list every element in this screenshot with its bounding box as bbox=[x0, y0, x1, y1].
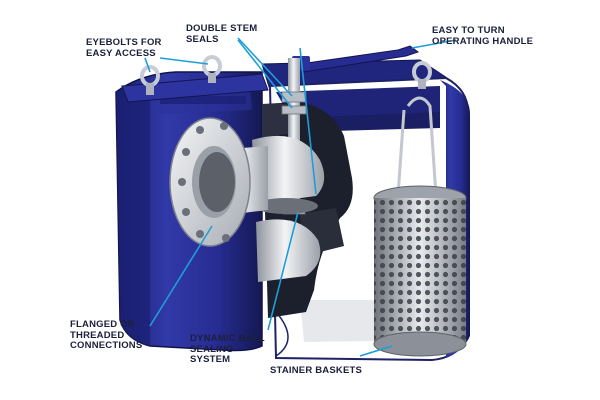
leader-ball-seal-2 bbox=[299, 47, 317, 195]
flanged-connection bbox=[169, 117, 268, 247]
leader-eyebolt-left bbox=[144, 57, 151, 73]
eyebolts bbox=[140, 55, 432, 95]
eyebolt-icon bbox=[412, 61, 432, 89]
leader-lines bbox=[144, 37, 457, 357]
label-flanged-connections: FLANGED OR THREADED CONNECTIONS bbox=[70, 319, 143, 351]
label-strainer-baskets: STAINER BASKETS bbox=[270, 365, 363, 376]
leader-stem-seal-upper bbox=[237, 37, 293, 97]
leader-eyebolt-middle bbox=[159, 57, 209, 65]
leader-stem-seal-lower bbox=[237, 39, 293, 109]
strainer-basket bbox=[373, 96, 467, 357]
leader-flange bbox=[149, 225, 213, 327]
label-dynamic-ball-sealing: DYNAMIC BALL SEALING SYSTEM bbox=[190, 333, 265, 365]
label-operating-handle: EASY TO TURN OPERATING HANDLE bbox=[432, 25, 534, 47]
leader-ball-seal-1 bbox=[267, 211, 299, 331]
leader-handle bbox=[411, 39, 457, 49]
leader-basket bbox=[359, 345, 393, 357]
eyebolt-icon bbox=[202, 55, 222, 83]
label-eyebolts: EYEBOLTS FOR EASY ACCESS bbox=[86, 37, 162, 59]
eyebolt-icon bbox=[140, 65, 160, 95]
label-double-stem-seals: DOUBLE STEM SEALS bbox=[186, 23, 258, 45]
